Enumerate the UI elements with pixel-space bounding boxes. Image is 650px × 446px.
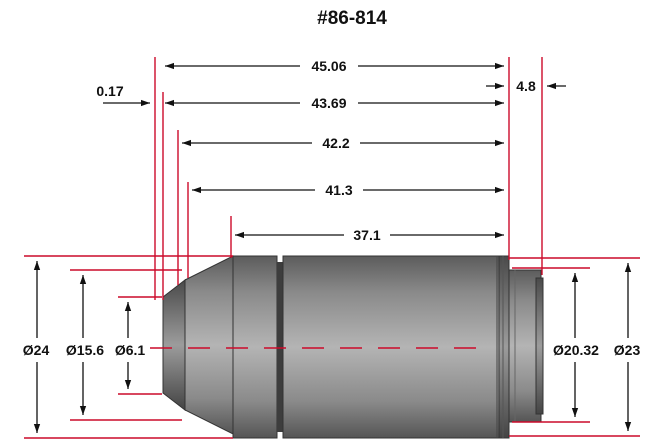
dim-length-overall: 45.06 bbox=[311, 58, 346, 74]
dim-diameter-15: Ø15.6 bbox=[66, 342, 104, 358]
diameter-extension-lines bbox=[24, 255, 640, 439]
dim-diameter-24: Ø24 bbox=[23, 342, 50, 358]
lens-main-body bbox=[282, 255, 500, 439]
lens-gap bbox=[277, 262, 283, 432]
dim-offset-right: 4.8 bbox=[516, 78, 536, 94]
dim-diameter-23: Ø23 bbox=[614, 342, 641, 358]
dim-length-43: 43.69 bbox=[311, 95, 346, 111]
dim-diameter-6: Ø6.1 bbox=[115, 342, 146, 358]
dim-diameter-20: Ø20.32 bbox=[553, 342, 599, 358]
lens-cone bbox=[184, 255, 234, 435]
diameter-dimensions: Ø24 Ø15.6 Ø6.1 Ø20.32 Ø23 bbox=[23, 261, 641, 433]
lens-thread-lip bbox=[535, 277, 544, 415]
dim-length-37: 37.1 bbox=[353, 227, 380, 243]
length-dimensions: 45.06 43.69 42.2 41.3 37.1 0.17 4.8 bbox=[96, 58, 566, 243]
dim-length-41: 41.3 bbox=[325, 182, 352, 198]
lens-rear-ring bbox=[498, 255, 510, 439]
part-number-title: #86-814 bbox=[317, 8, 387, 29]
dim-offset-small: 0.17 bbox=[96, 83, 123, 99]
dim-length-42: 42.2 bbox=[322, 135, 349, 151]
lens-body bbox=[162, 255, 544, 439]
lens-front-barrel bbox=[232, 255, 278, 439]
length-extension-lines bbox=[154, 57, 543, 300]
lens-front-nose bbox=[162, 278, 186, 412]
